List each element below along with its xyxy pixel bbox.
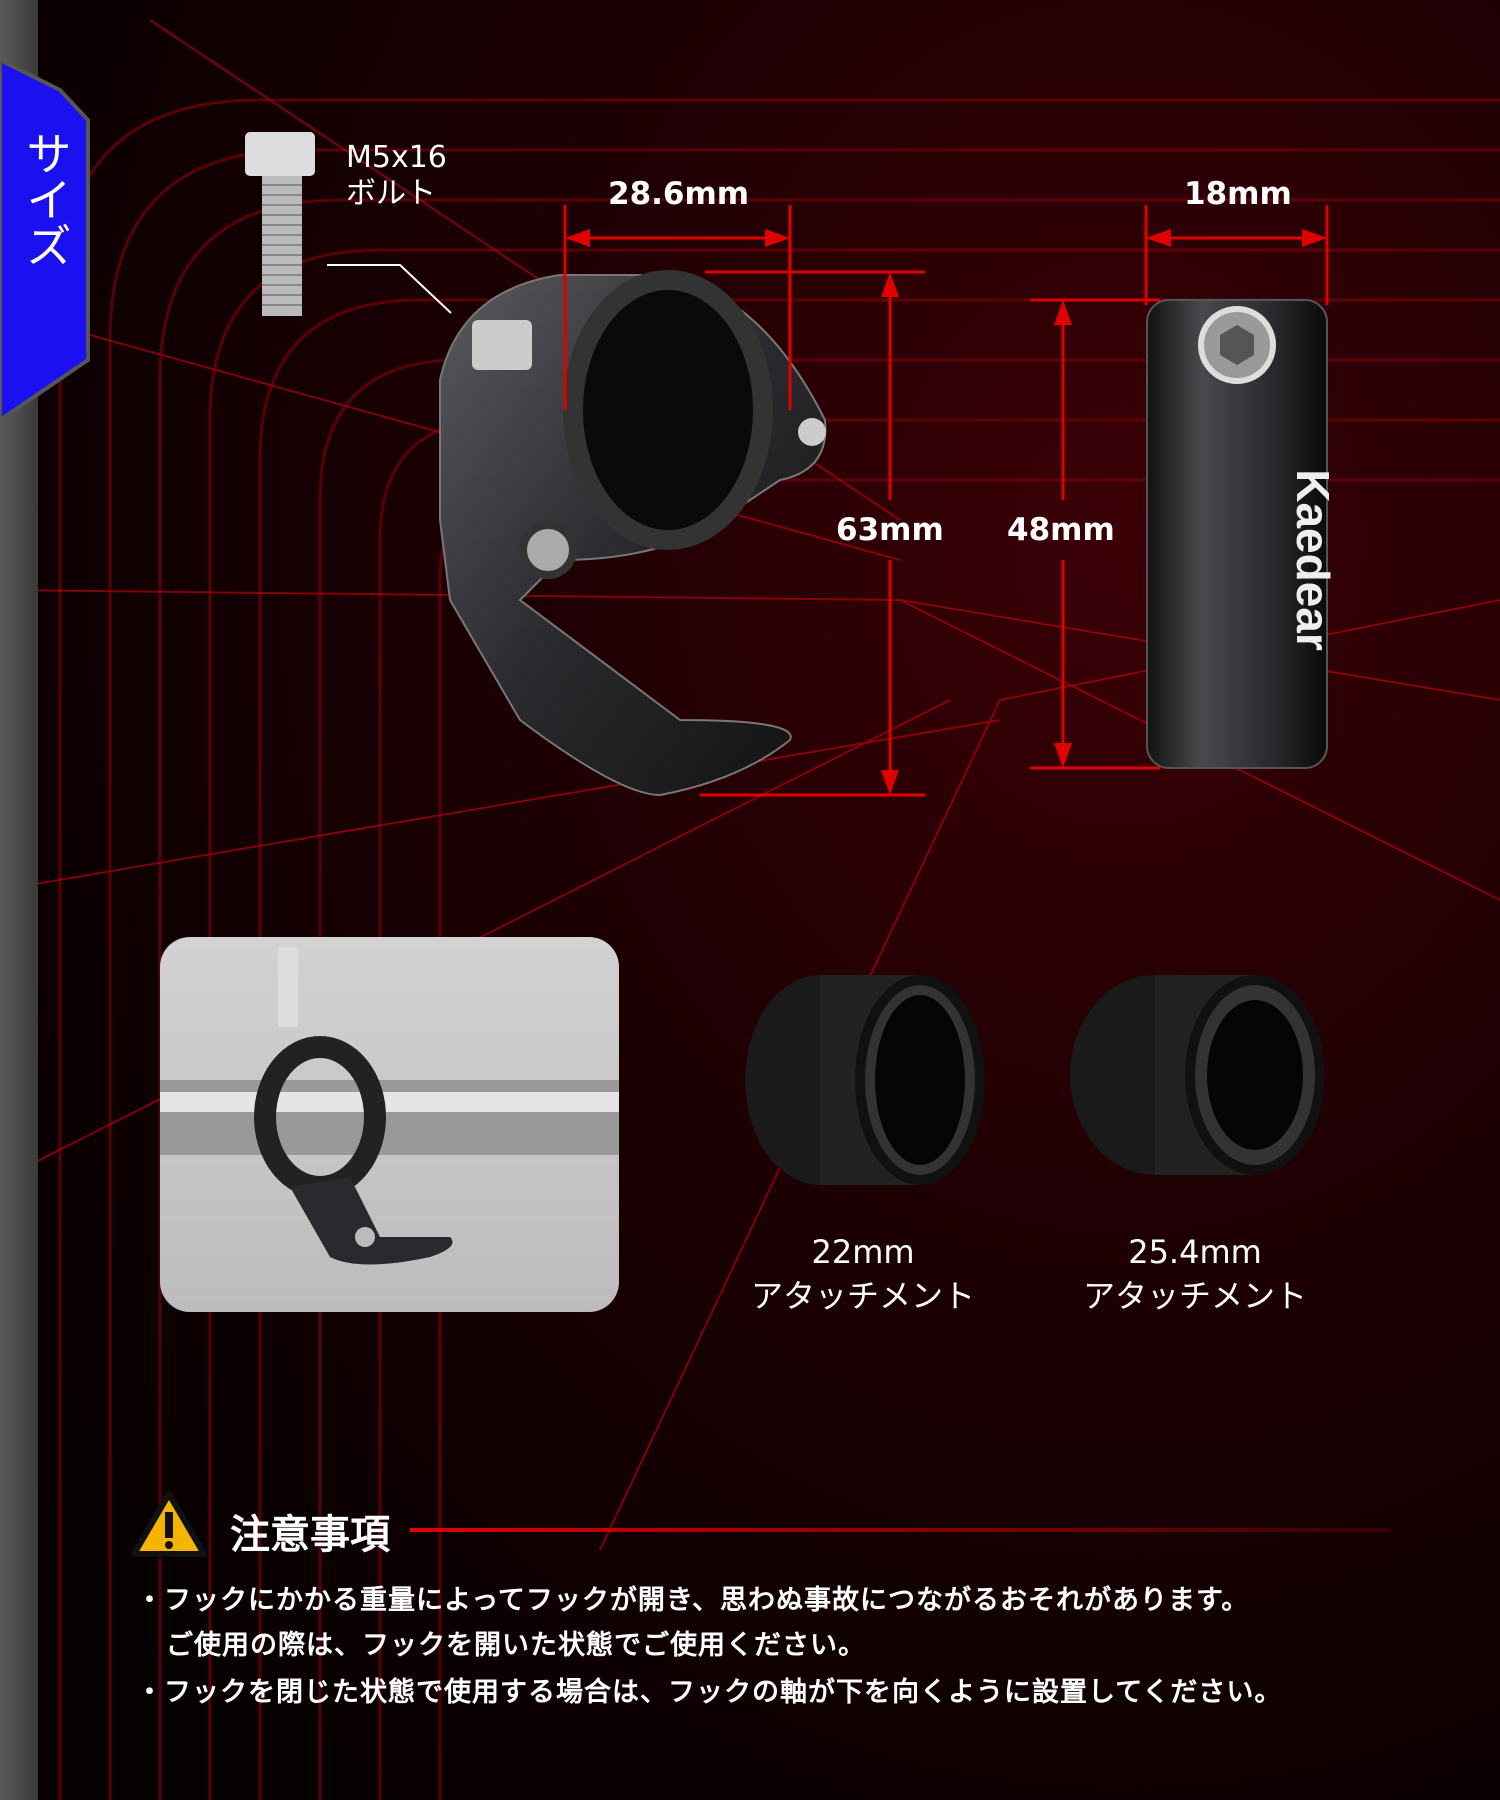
band-height-label: 48mm [1007,512,1115,548]
caution-text: ・フックにかかる重量によってフックが開き、思わぬ事故につながるおそれがあります。 [136,1585,1250,1616]
bolt-spec: M5x16 [346,140,447,175]
caution-item-1: ・フックにかかる重量によってフックが開き、思わぬ事故につながるおそれがあります。… [136,1578,1249,1662]
sleeve-25mm-image [1070,975,1325,1175]
warning-icon [131,1491,207,1557]
hook-clamp-image [439,270,827,797]
attachment-sleeves [745,975,1325,1185]
attachment-label: アタッチメント [1082,1277,1307,1315]
band-width-label: 18mm [1184,176,1292,212]
bolt-label: M5x16 ボルト [346,140,447,212]
attachment-22mm: 22mm アタッチメント [743,1233,983,1317]
band-logo: Kaedear [1287,469,1339,651]
attachment-size: 22mm [811,1233,915,1271]
caution-text: ご使用の際は、フックを開いた状態でご使用ください。 [166,1630,866,1661]
attachment-25mm: 25.4mm アタッチメント [1075,1233,1315,1317]
attachment-label: アタッチメント [750,1277,975,1315]
sleeve-22mm-image [745,975,985,1185]
dimension-lines: Kaedear [327,205,1339,797]
width-dimension-label: 28.6mm [608,176,750,212]
attachment-size: 25.4mm [1128,1233,1262,1271]
bolt-name: ボルト [346,176,436,211]
caution-title: 注意事項 [230,1512,390,1558]
bolt-image [245,132,315,316]
caution-item-2: ・フックを閉じた状態で使用する場合は、フックの軸が下を向くように設置してください… [136,1670,1282,1709]
installation-photo [160,937,619,1312]
height-dimension-label: 63mm [836,512,944,548]
section-tab [0,60,90,420]
clamp-band-image: Kaedear [1146,299,1339,769]
caution-text: ・フックを閉じた状態で使用する場合は、フックの軸が下を向くように設置してください… [136,1677,1283,1708]
section-tab-label: サイズ [19,130,73,268]
caution-divider [410,1528,1390,1532]
